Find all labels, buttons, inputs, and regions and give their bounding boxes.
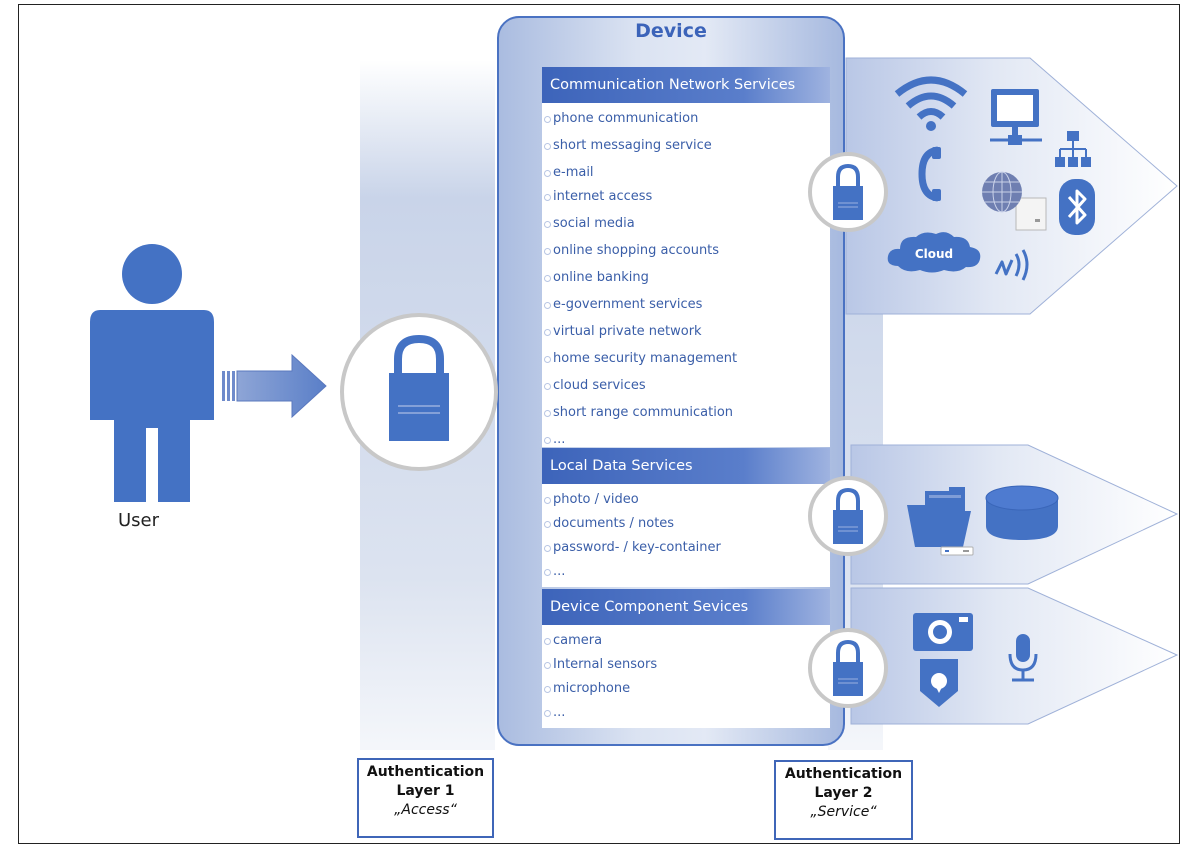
list-item: online banking [542,266,830,293]
list-item: home security management [542,347,830,374]
communication-network-services-panel: Communication Network Services phone com… [542,67,830,447]
list-item: camera [542,629,830,653]
bluetooth-icon [1059,179,1095,235]
folder-icon [907,487,974,556]
computer-icon [990,89,1042,145]
nfc-icon [994,249,1029,281]
list-item: cloud services [542,374,830,401]
wifi-icon [894,76,968,131]
list-item: ... [542,701,830,721]
network-hierarchy-icon [1055,131,1091,167]
list-item: e-mail [542,161,830,185]
local-data-services-panel: Local Data Services photo / video docume… [542,448,830,587]
auth-layer-2-title: Authentication [784,766,903,782]
list-item: password- / key-container [542,536,830,560]
auth-layer-1-name: „Access“ [394,802,457,818]
device-component-services-panel: Device Component Sevices camera Internal… [542,589,830,728]
auth-layer-2-label: Authentication Layer 2 „Service“ [774,760,913,840]
list-item: e-government services [542,293,830,320]
lock-icon [808,152,888,232]
camera-icon [913,613,973,651]
device-container: Device Communication Network Services ph… [497,16,845,746]
list-item: ... [542,560,830,580]
list-item: short messaging service [542,134,830,161]
auth-layer-1-title: Authentication [366,764,485,780]
list-item: Internal sensors [542,653,830,677]
user-icon [90,244,214,502]
list-item: short range communication [542,401,830,428]
auth-layer-1-label: Authentication Layer 1 „Access“ [357,758,494,838]
list-item: microphone [542,677,830,701]
phone-icon [918,146,941,202]
lock-icon [808,628,888,708]
user-label: User [118,510,160,531]
location-pin-icon [920,659,958,707]
lock-icon [808,476,888,556]
panel-header: Local Data Services [542,448,830,484]
list-item: phone communication [542,107,830,134]
panel-header: Communication Network Services [542,67,830,103]
cloud-label: Cloud [915,247,953,261]
cloud-icon: Cloud [887,232,981,273]
list-item: social media [542,212,830,239]
list-item: documents / notes [542,512,830,536]
panel-header: Device Component Sevices [542,589,830,625]
auth-layer-2-subtitle: Layer 2 [814,785,873,801]
access-arrow-icon [222,354,327,418]
auth-layer-2-name: „Service“ [810,804,877,820]
large-lock-icon [340,313,498,471]
list-item: internet access [542,185,830,212]
auth-layer-1-subtitle: Layer 1 [396,783,455,799]
microphone-icon [1008,634,1038,682]
list-item: online shopping accounts [542,239,830,266]
database-icon [985,485,1059,540]
globe-icon [982,171,1047,231]
list-item: virtual private network [542,320,830,347]
list-item: ... [542,428,830,448]
device-title: Device [635,20,707,42]
list-item: photo / video [542,488,830,512]
